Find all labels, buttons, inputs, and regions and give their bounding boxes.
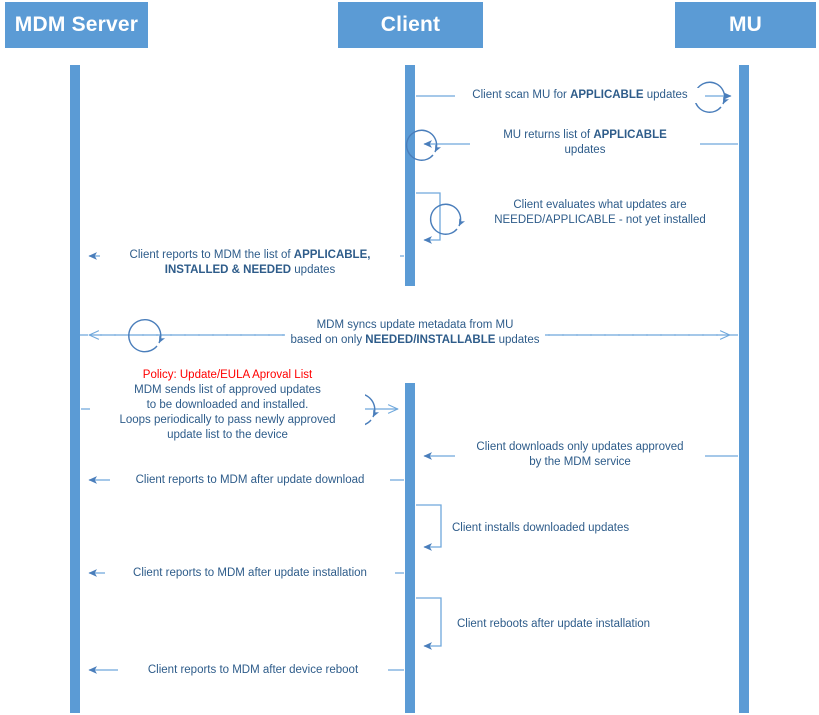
lifeline-header-label: MU xyxy=(728,13,763,36)
self-message-bracket-m3 xyxy=(416,192,441,244)
message-label-text: Client reports to MDM after update insta… xyxy=(133,567,367,579)
message-label-m12: Client reports to MDM after device reboo… xyxy=(118,663,388,678)
lifeline-bar-client-lower xyxy=(405,383,415,713)
lifeline-header-label: Client xyxy=(380,13,441,36)
lifeline-bar-mu xyxy=(739,65,749,713)
message-label-text: Client installs downloaded updates xyxy=(452,522,630,534)
lifeline-bar-client-upper xyxy=(405,65,415,286)
self-message-bracket-m9 xyxy=(416,504,442,551)
message-label-m9: Client installs downloaded updates xyxy=(452,521,682,536)
message-label-m4: Client reports to MDM the list of APPLIC… xyxy=(100,248,400,278)
message-label-m1: Client scan MU for APPLICABLE updates xyxy=(455,88,705,103)
message-label-m10: Client reports to MDM after update insta… xyxy=(105,566,395,581)
loop-circle-m2 xyxy=(405,129,441,161)
lifeline-header-label: MDM Server xyxy=(14,13,139,36)
message-label-m8: Client reports to MDM after update downl… xyxy=(110,473,390,488)
message-label-text: Client reports to MDM after update downl… xyxy=(135,474,365,486)
lifeline-header-mu: MU xyxy=(675,2,816,48)
message-label-text: Client reports to MDM after device reboo… xyxy=(147,664,359,676)
lifeline-header-client: Client xyxy=(338,2,483,48)
message-label-text: Client reboots after update installation xyxy=(457,618,651,630)
message-label-text: Client reports to MDM the list of APPLIC… xyxy=(129,249,371,276)
lifeline-bar-mdm-server xyxy=(70,65,80,713)
message-label-m11: Client reboots after update installation xyxy=(457,617,697,632)
message-label-text: Client scan MU for APPLICABLE updates xyxy=(472,89,688,101)
self-message-bracket-m11 xyxy=(416,597,442,650)
loop-circle-m3 xyxy=(429,203,465,235)
loop-circle-m5 xyxy=(128,318,166,353)
lifeline-header-mdm-server: MDM Server xyxy=(5,2,148,48)
